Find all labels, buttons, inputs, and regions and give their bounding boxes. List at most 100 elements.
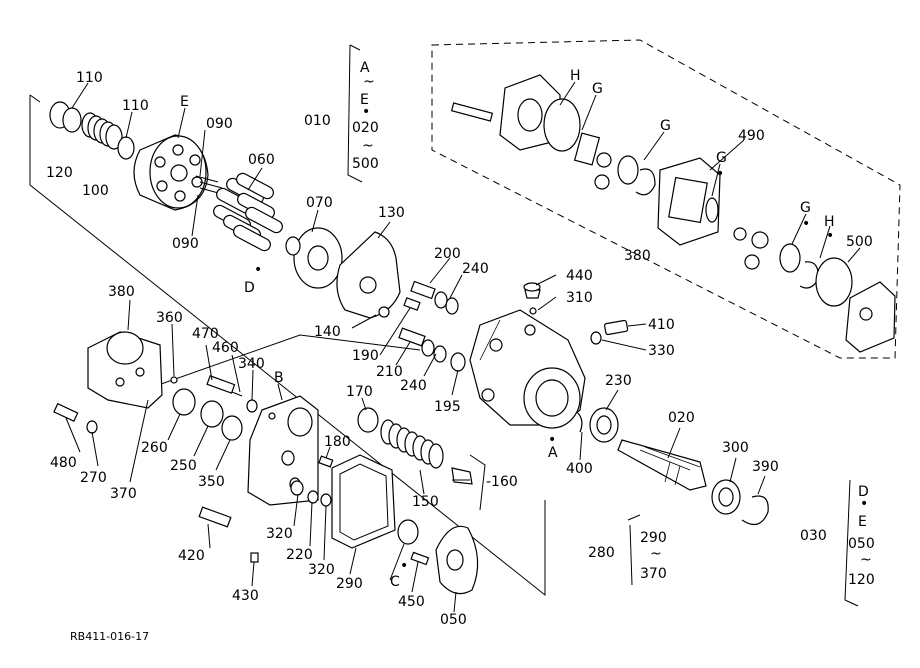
range-280-tilde: ~ — [650, 546, 662, 562]
label-160: -160 — [486, 474, 518, 490]
dot-a: • — [548, 432, 556, 448]
label-410: 410 — [648, 317, 675, 333]
label-020: 020 — [668, 410, 695, 426]
label-100: 100 — [82, 183, 109, 199]
cover-plate-B — [247, 395, 319, 506]
label-250: 250 — [170, 458, 197, 474]
label-110b: 110 — [122, 98, 149, 114]
label-130: 130 — [378, 205, 405, 221]
label-230: 230 — [605, 373, 632, 389]
label-350: 350 — [198, 474, 225, 490]
gear-pump-380 — [87, 331, 163, 409]
label-110a: 110 — [76, 70, 103, 86]
label-070: 070 — [306, 195, 333, 211]
label-H-1: H — [570, 68, 581, 84]
range-280-from: 290 — [640, 530, 667, 546]
label-200: 200 — [434, 246, 461, 262]
label-G-3: G — [716, 150, 727, 166]
label-330: 330 — [648, 343, 675, 359]
label-460: 460 — [212, 340, 239, 356]
label-090a: 090 — [206, 116, 233, 132]
label-210: 210 — [376, 364, 403, 380]
label-120: 120 — [46, 165, 73, 181]
range-030-from2: E — [858, 514, 867, 530]
range-030-dot: • — [860, 496, 868, 512]
label-180: 180 — [324, 434, 351, 450]
dot-upper3: • — [826, 228, 834, 244]
label-D-1: D — [244, 280, 255, 296]
label-A: A — [548, 445, 558, 461]
spring-100 — [81, 112, 123, 150]
label-320a: 320 — [266, 526, 293, 542]
spring-150 — [380, 419, 444, 469]
label-060: 060 — [248, 152, 275, 168]
range-030-tilde: ~ — [860, 552, 872, 568]
label-H-2: H — [824, 214, 835, 230]
range-010-to: 500 — [352, 156, 379, 172]
range-010-from: A — [360, 60, 370, 76]
dot-c: • — [400, 558, 408, 574]
label-430: 430 — [232, 588, 259, 604]
label-170: 170 — [346, 384, 373, 400]
label-500: 500 — [846, 234, 873, 250]
label-140: 140 — [314, 324, 341, 340]
label-240a: 240 — [462, 261, 489, 277]
part-drawings — [49, 74, 896, 595]
label-370a: 370 — [110, 486, 137, 502]
label-490: 490 — [738, 128, 765, 144]
range-010-from2: E — [360, 92, 369, 108]
label-030: 030 — [800, 528, 827, 544]
label-380b: 380 — [624, 248, 651, 264]
label-440: 440 — [566, 268, 593, 284]
label-480: 480 — [50, 455, 77, 471]
label-320b: 320 — [308, 562, 335, 578]
cylinder-block — [133, 134, 209, 211]
label-050: 050 — [440, 612, 467, 628]
label-090b: 090 — [172, 236, 199, 252]
range-010-tilde1: ~ — [363, 74, 375, 90]
range-030-mid: 050 — [848, 536, 875, 552]
range-010-mid: 020 — [352, 120, 379, 136]
main-housing — [469, 309, 586, 429]
leader-lines — [65, 81, 861, 613]
label-G-2: G — [660, 118, 671, 134]
range-010-dot: • — [362, 104, 370, 120]
label-360: 360 — [156, 310, 183, 326]
label-E-1: E — [180, 94, 189, 110]
range-010-tilde2: ~ — [362, 138, 374, 154]
label-C: C — [390, 574, 400, 590]
label-400: 400 — [566, 461, 593, 477]
range-030-to: 120 — [848, 572, 875, 588]
label-195: 195 — [434, 399, 461, 415]
drawing-code: RB411-016-17 — [70, 630, 149, 643]
label-380a: 380 — [108, 284, 135, 300]
frame-lines — [29, 39, 901, 607]
range-030-from: D — [858, 484, 869, 500]
label-450: 450 — [398, 594, 425, 610]
pump-group-490 — [450, 74, 896, 353]
label-260: 260 — [141, 440, 168, 456]
label-340: 340 — [238, 356, 265, 372]
label-B: B — [274, 370, 284, 386]
label-150: 150 — [412, 494, 439, 510]
range-280-to: 370 — [640, 566, 667, 582]
label-270: 270 — [80, 470, 107, 486]
label-470: 470 — [192, 326, 219, 342]
label-G-1: G — [592, 81, 603, 97]
label-G-4: G — [800, 200, 811, 216]
label-390: 390 — [752, 459, 779, 475]
label-240b: 240 — [400, 378, 427, 394]
dot-d1: • — [254, 262, 262, 278]
shaft-020 — [617, 439, 707, 491]
pistons-060 — [213, 172, 283, 252]
part-labels: 110 110 120 100 E 090 090 060 070 D • 13… — [46, 60, 875, 643]
label-290a: 290 — [336, 576, 363, 592]
label-310: 310 — [566, 290, 593, 306]
label-280: 280 — [588, 545, 615, 561]
label-190: 190 — [352, 348, 379, 364]
label-220: 220 — [286, 547, 313, 563]
label-420: 420 — [178, 548, 205, 564]
label-300: 300 — [722, 440, 749, 456]
dot-upper1: • — [716, 166, 724, 182]
